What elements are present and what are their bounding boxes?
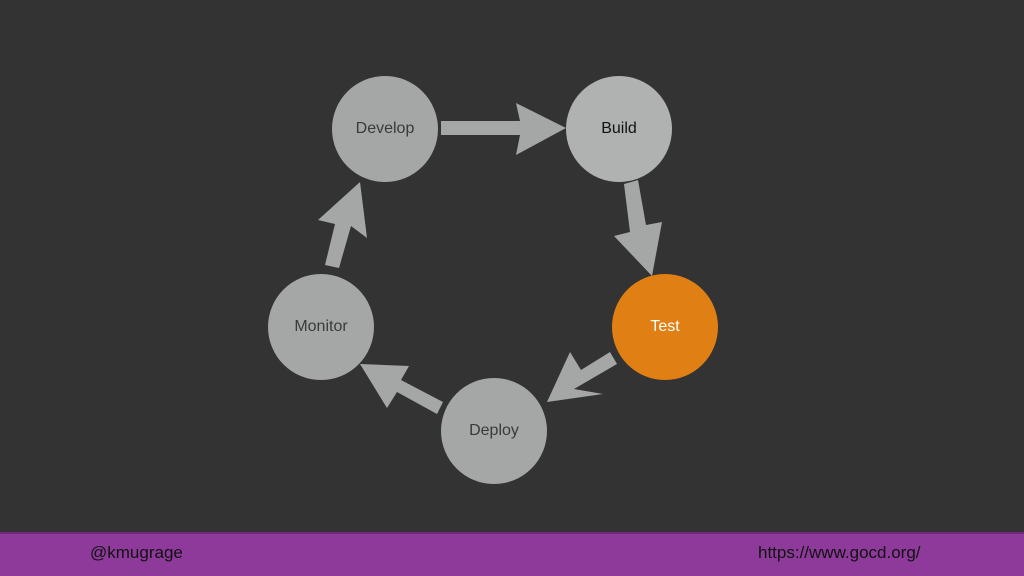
website-link[interactable]: https://www.gocd.org/ bbox=[758, 543, 921, 562]
arrow-monitor-to-develop bbox=[318, 182, 367, 268]
arrow-test-to-deploy bbox=[547, 352, 617, 402]
cycle-diagram: Develop Build Test Deploy Monitor bbox=[268, 76, 718, 484]
node-test-label: Test bbox=[650, 318, 680, 335]
footer-bar: @kmugrage https://www.gocd.org/ bbox=[0, 532, 1024, 576]
node-monitor-label: Monitor bbox=[294, 318, 348, 335]
node-build: Build bbox=[566, 76, 672, 182]
arrows-layer bbox=[318, 103, 662, 414]
arrow-develop-to-build bbox=[441, 103, 566, 155]
node-develop: Develop bbox=[332, 76, 438, 182]
node-develop-label: Develop bbox=[355, 120, 415, 137]
node-monitor: Monitor bbox=[268, 274, 374, 380]
node-test: Test bbox=[612, 274, 718, 380]
node-deploy: Deploy bbox=[441, 378, 547, 484]
node-build-label: Build bbox=[601, 120, 637, 137]
node-deploy-label: Deploy bbox=[469, 422, 519, 439]
arrow-deploy-to-monitor bbox=[360, 364, 443, 414]
twitter-handle[interactable]: @kmugrage bbox=[90, 543, 183, 562]
arrow-build-to-test bbox=[614, 180, 662, 276]
